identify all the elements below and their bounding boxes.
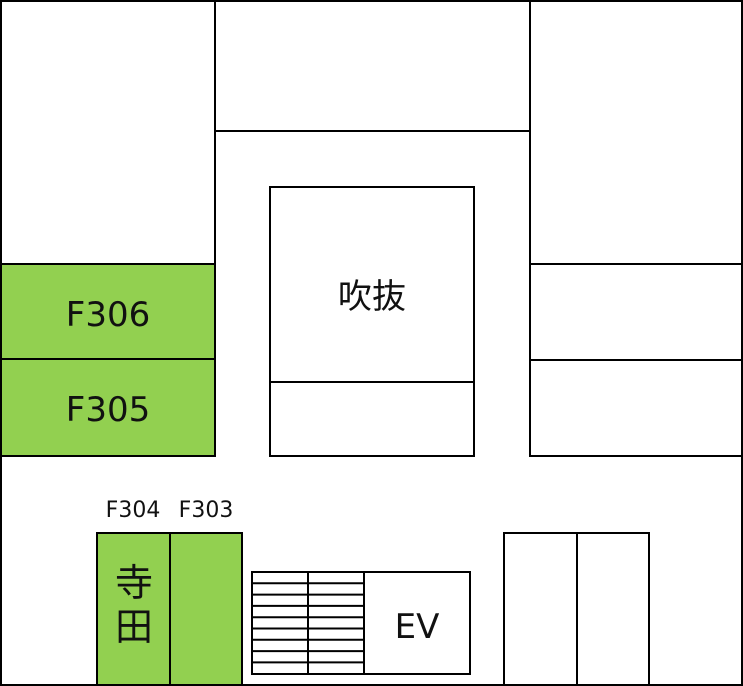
room-f303[interactable]	[169, 532, 243, 686]
room-right-upper[interactable]	[529, 263, 743, 361]
elevator	[363, 571, 471, 675]
room-f304-tenant-2: 田	[115, 605, 153, 649]
room-bottom-right-b[interactable]	[576, 532, 650, 686]
room-f304-label: F304	[106, 498, 161, 523]
room-top-center[interactable]	[214, 0, 531, 132]
room-f306-label: F306	[66, 295, 150, 335]
elevator-label: EV	[395, 607, 440, 647]
atrium-label: 吹抜	[338, 277, 406, 317]
room-f304-tenant-1: 寺	[115, 561, 153, 605]
room-f306[interactable]	[0, 263, 216, 360]
room-f304[interactable]	[96, 532, 171, 686]
room-f305-label: F305	[66, 390, 150, 430]
room-top-right[interactable]	[529, 0, 743, 265]
room-top-left[interactable]	[0, 0, 216, 265]
room-bottom-right-a[interactable]	[503, 532, 578, 686]
room-below-atrium[interactable]	[269, 381, 475, 457]
stairs	[251, 571, 365, 675]
room-f303-label: F303	[179, 498, 234, 523]
room-right-lower[interactable]	[529, 359, 743, 457]
room-f305[interactable]	[0, 358, 216, 457]
atrium	[269, 186, 475, 383]
